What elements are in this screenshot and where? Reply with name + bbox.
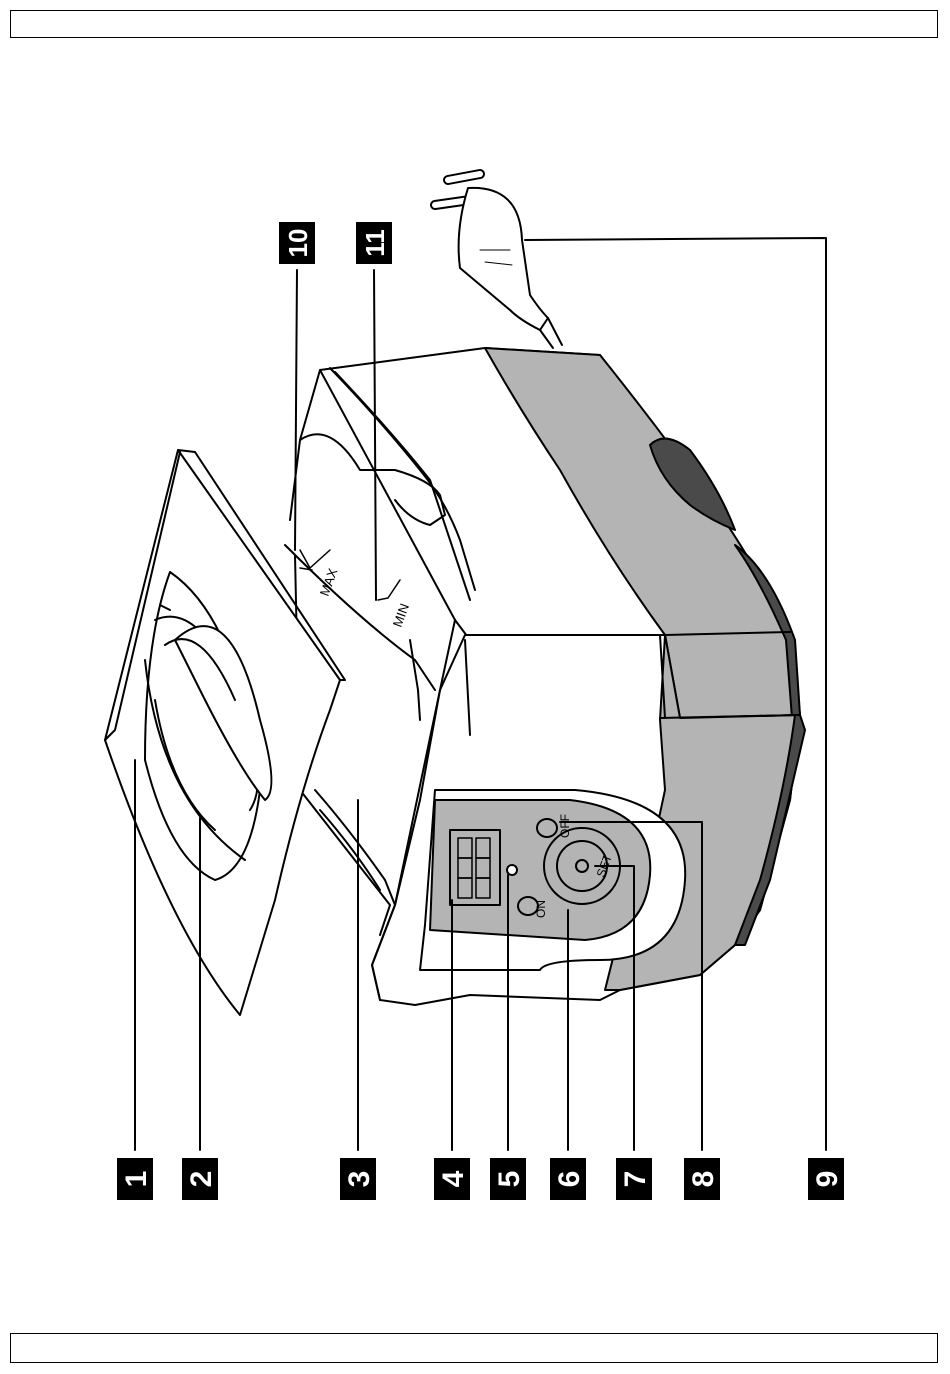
callout-4: 4 (434, 1158, 470, 1200)
control-panel (420, 790, 685, 970)
callout-6: 6 (550, 1158, 586, 1200)
callout-10: 10 (279, 222, 315, 264)
callout-7: 7 (616, 1158, 652, 1200)
callout-number: 3 (343, 1171, 376, 1188)
off-label: OFF (558, 814, 572, 838)
indicator (507, 865, 517, 875)
callout-2: 2 (182, 1158, 218, 1200)
callout-number: 8 (687, 1171, 720, 1188)
power-plug (435, 174, 562, 348)
on-label: ON (534, 900, 548, 918)
callout-9: 9 (808, 1158, 844, 1200)
min-label: MIN (390, 601, 412, 629)
callout-number: 5 (493, 1171, 526, 1188)
callout-number: 1 (120, 1171, 153, 1188)
callout-8: 8 (684, 1158, 720, 1200)
callout-number: 10 (283, 229, 313, 258)
callout-5: 5 (490, 1158, 526, 1200)
callout-number: 9 (811, 1171, 844, 1188)
callout-number: 4 (437, 1170, 470, 1187)
callout-11: 11 (356, 222, 392, 264)
display (450, 830, 500, 905)
callout-1: 1 (117, 1158, 153, 1200)
callout-number: 2 (185, 1171, 218, 1188)
callout-3: 3 (340, 1158, 376, 1200)
callout-number: 11 (360, 229, 390, 257)
off-button (537, 819, 557, 837)
max-label: MAX (317, 566, 341, 598)
callout-number: 7 (619, 1171, 652, 1188)
callout-number: 6 (553, 1171, 586, 1188)
